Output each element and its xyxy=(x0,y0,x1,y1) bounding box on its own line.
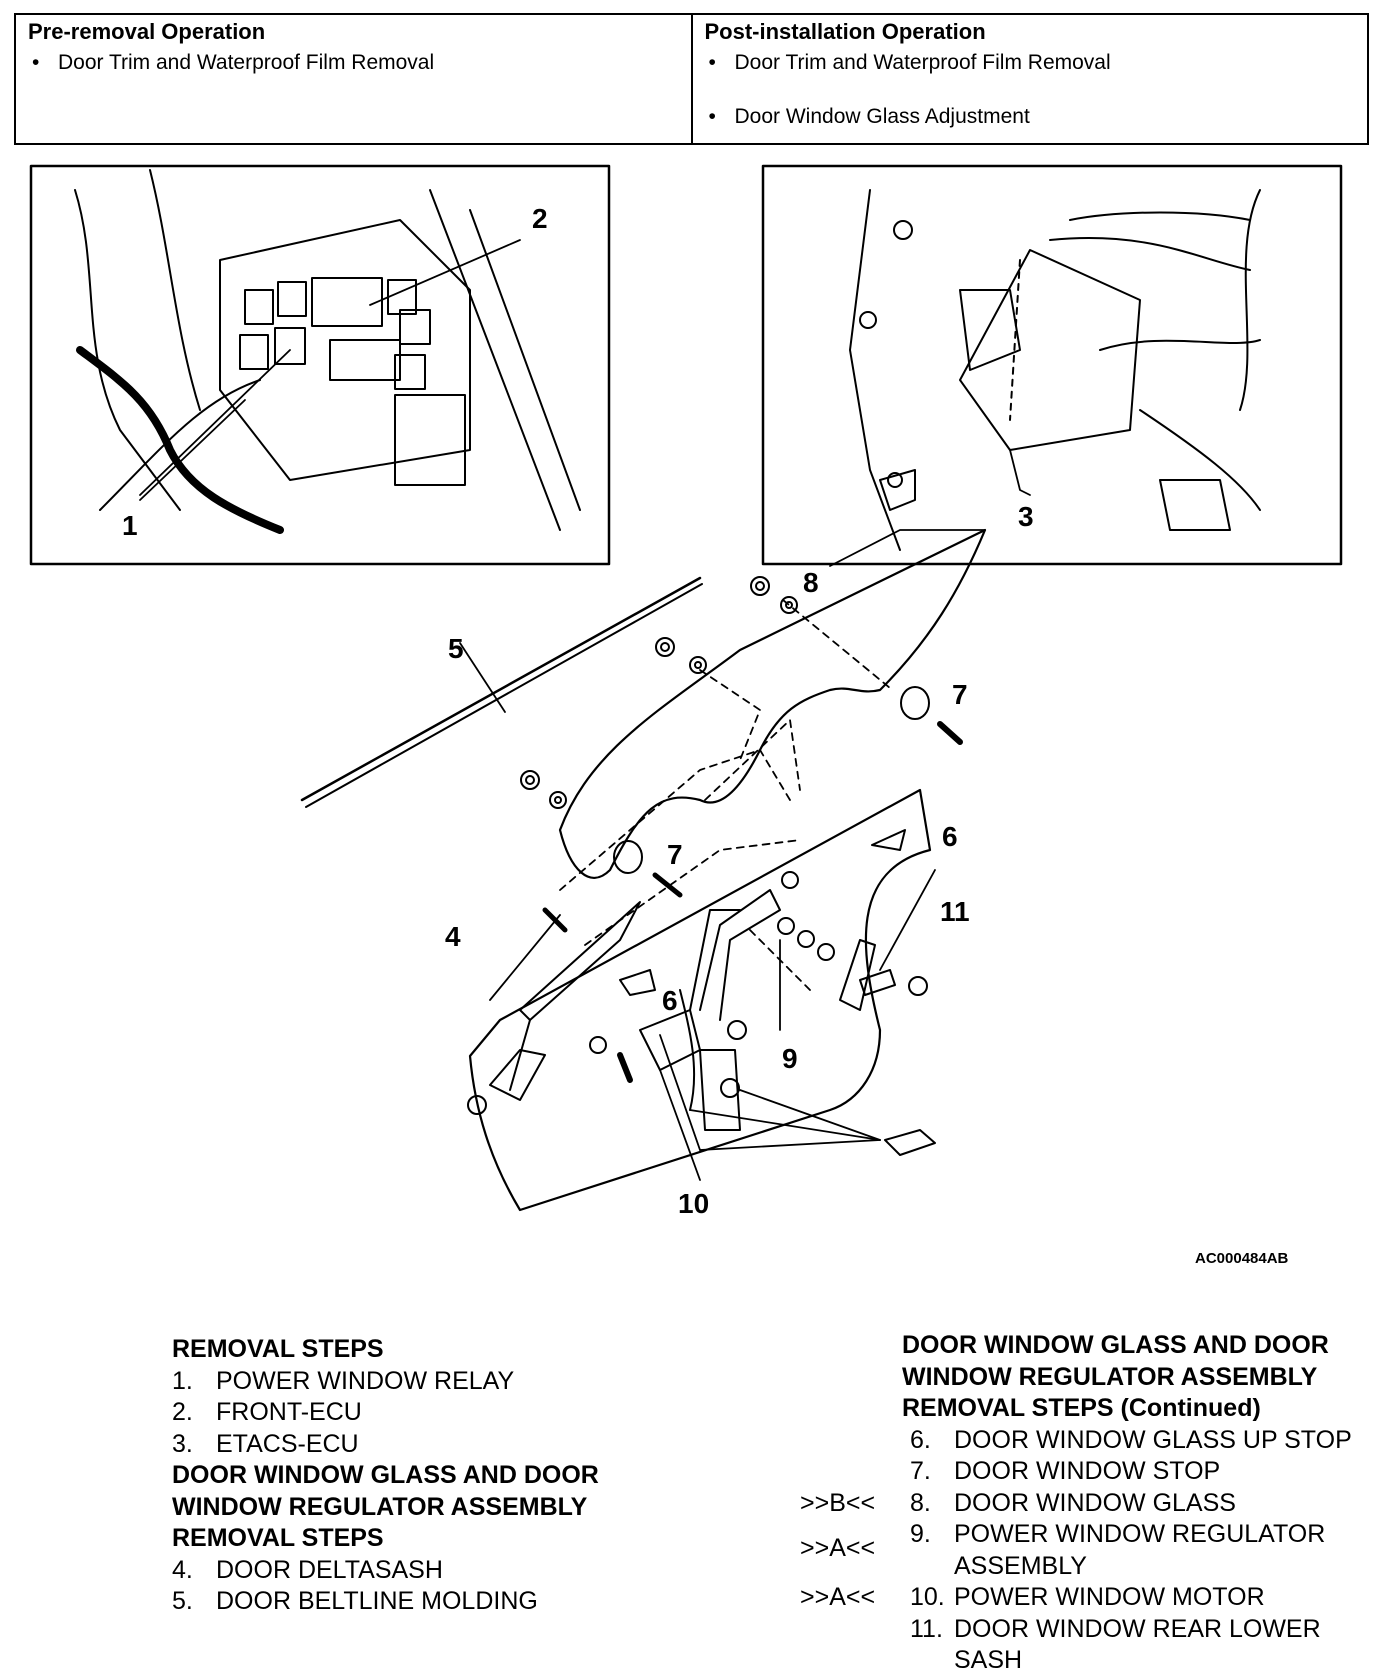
post-installation-item: Door Window Glass Adjustment xyxy=(705,103,1356,131)
step-item: 7. DOOR WINDOW STOP xyxy=(800,1456,1390,1488)
step-text: DOOR WINDOW REAR LOWER SASH xyxy=(954,1614,1390,1677)
window-motor xyxy=(639,1009,701,1151)
removal-steps-heading: REMOVAL STEPS xyxy=(172,1335,384,1363)
step-text-line: ASSEMBLY xyxy=(954,1551,1087,1580)
step-item: 3. ETACS-ECU xyxy=(172,1429,732,1461)
step-number: 1. xyxy=(172,1366,193,1395)
rear-lower-sash xyxy=(839,869,936,1011)
section-heading-line: REMOVAL STEPS (Continued) xyxy=(902,1394,1261,1422)
step-item: >>B<< 8. DOOR WINDOW GLASS xyxy=(800,1488,1390,1520)
operation-table: Pre-removal Operation Door Trim and Wate… xyxy=(14,13,1369,145)
callout-7-right: 7 xyxy=(952,679,968,710)
step-text-line: DOOR WINDOW REAR LOWER xyxy=(954,1614,1321,1643)
step-item: 11. DOOR WINDOW REAR LOWER SASH xyxy=(800,1614,1390,1677)
step-text: DOOR DELTASASH xyxy=(216,1555,443,1584)
post-installation-column: Post-installation Operation Door Trim an… xyxy=(690,15,1368,143)
step-item: >>A<< 10. POWER WINDOW MOTOR xyxy=(800,1582,1390,1614)
callout-3: 3 xyxy=(1018,501,1034,532)
section-heading-line: DOOR WINDOW GLASS AND DOOR xyxy=(172,1461,599,1489)
step-number: 3. xyxy=(172,1429,193,1458)
step-text: POWER WINDOW MOTOR xyxy=(954,1583,1265,1611)
callout-2: 2 xyxy=(532,203,548,234)
post-installation-item: Door Trim and Waterproof Film Removal xyxy=(705,49,1356,77)
step-item: 5. DOOR BELTLINE MOLDING xyxy=(172,1586,732,1618)
pre-removal-list: Door Trim and Waterproof Film Removal xyxy=(28,49,679,77)
callout-11: 11 xyxy=(940,896,970,927)
relay-box-inset xyxy=(29,164,611,566)
callout-9: 9 xyxy=(782,1043,798,1074)
step-reference xyxy=(800,1456,910,1488)
door-panel xyxy=(468,788,932,1212)
grease-leaders xyxy=(659,939,881,1181)
step-number: 5. xyxy=(172,1587,193,1615)
removal-steps-right: DOOR WINDOW GLASS AND DOOR WINDOW REGULA… xyxy=(800,1330,1390,1677)
figure-identifier: AC000484AB xyxy=(1195,1250,1289,1267)
step-item: 6. DOOR WINDOW GLASS UP STOP xyxy=(800,1425,1390,1457)
step-item: 1. POWER WINDOW RELAY xyxy=(172,1366,732,1398)
fasteners xyxy=(467,576,963,1156)
step-text: ETACS-ECU xyxy=(216,1429,359,1458)
step-reference: >>A<< xyxy=(800,1534,876,1562)
step-reference: >>A<< xyxy=(800,1583,876,1611)
post-installation-heading: Post-installation Operation xyxy=(704,19,986,44)
step-number: 8. xyxy=(910,1488,931,1517)
callout-7-left: 7 xyxy=(667,839,683,870)
step-number: 2. xyxy=(172,1398,193,1426)
step-reference xyxy=(800,1425,910,1457)
step-item: >>A<< 9. POWER WINDOW REGULATOR ASSEMBLY xyxy=(800,1519,1390,1582)
pre-removal-column: Pre-removal Operation Door Trim and Wate… xyxy=(16,15,691,143)
step-number: 4. xyxy=(172,1555,193,1584)
callout-1: 1 xyxy=(122,510,138,541)
step-text: DOOR WINDOW GLASS UP STOP xyxy=(954,1425,1352,1454)
removal-steps-left: REMOVAL STEPS 1. POWER WINDOW RELAY 2. FRO… xyxy=(172,1334,732,1618)
post-installation-list: Door Trim and Waterproof Film Removal Do… xyxy=(705,49,1356,131)
beltline-molding xyxy=(300,576,703,808)
exploded-diagram: 1 2 3 4 5 6 6 7 7 8 9 10 11 AC000484AB xyxy=(0,150,1392,1300)
step-reference xyxy=(800,1614,910,1677)
step-text-line: POWER WINDOW REGULATOR xyxy=(954,1520,1326,1548)
step-number: 9. xyxy=(910,1520,931,1548)
step-number: 11. xyxy=(910,1614,943,1643)
fuse-blocks xyxy=(239,277,466,486)
callout-6-lower: 6 xyxy=(662,985,678,1016)
callout-labels: 1 2 3 4 5 6 6 7 7 8 9 10 11 AC000484AB xyxy=(122,203,1289,1267)
step-text: POWER WINDOW REGULATOR ASSEMBLY xyxy=(954,1519,1390,1582)
callout-10: 10 xyxy=(678,1188,709,1219)
step-text: FRONT-ECU xyxy=(216,1398,362,1426)
section-heading-line: REMOVAL STEPS xyxy=(172,1524,384,1552)
step-number: 10. xyxy=(910,1583,945,1611)
step-text: DOOR WINDOW STOP xyxy=(954,1457,1221,1485)
step-text-line: SASH xyxy=(954,1646,1023,1674)
step-text: DOOR WINDOW GLASS xyxy=(954,1488,1236,1517)
dashed-leaders xyxy=(559,599,891,991)
diagram-svg: 1 2 3 4 5 6 6 7 7 8 9 10 11 AC000484AB xyxy=(29,164,1343,1267)
step-number: 6. xyxy=(910,1425,931,1454)
window-regulator xyxy=(679,889,781,1131)
step-text: POWER WINDOW RELAY xyxy=(216,1366,515,1395)
step-number: 7. xyxy=(910,1457,931,1485)
pre-removal-heading: Pre-removal Operation xyxy=(28,19,266,44)
step-text: DOOR BELTLINE MOLDING xyxy=(216,1587,538,1615)
step-item: 2. FRONT-ECU xyxy=(172,1397,732,1429)
step-reference: >>B<< xyxy=(800,1488,876,1517)
callout-8: 8 xyxy=(803,567,819,598)
section-heading-line: WINDOW REGULATOR ASSEMBLY xyxy=(902,1362,1318,1391)
callout-5: 5 xyxy=(448,633,464,664)
ecu-inset xyxy=(761,164,1343,566)
step-item: 4. DOOR DELTASASH xyxy=(172,1555,732,1587)
section-heading-line: DOOR WINDOW GLASS AND DOOR xyxy=(902,1331,1329,1359)
section-heading-line: WINDOW REGULATOR ASSEMBLY xyxy=(172,1492,588,1521)
pre-removal-item: Door Trim and Waterproof Film Removal xyxy=(28,49,679,77)
window-glass xyxy=(558,528,987,879)
callout-6-upper: 6 xyxy=(942,821,958,852)
callout-4: 4 xyxy=(445,921,461,952)
